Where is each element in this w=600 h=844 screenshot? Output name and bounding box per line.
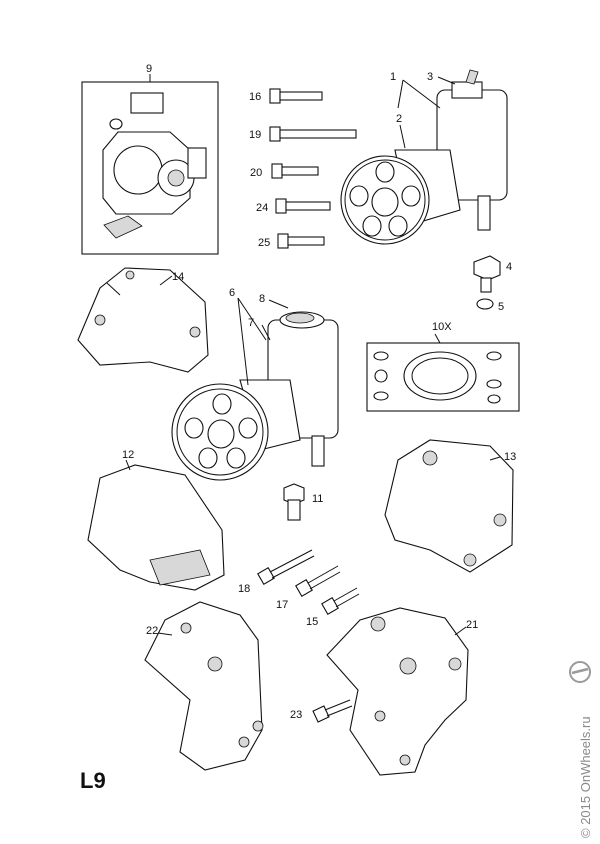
- callout-10x: 10X: [432, 321, 452, 333]
- callout-9: 9: [146, 63, 152, 75]
- callout-11: 11: [312, 493, 323, 505]
- part-1-pump-assembly: [340, 69, 508, 245]
- bolt-16: [269, 88, 323, 104]
- callout-19: 19: [249, 129, 261, 141]
- callout-3: 3: [427, 71, 433, 83]
- bolt-15: [321, 587, 360, 615]
- bolt-24: [275, 198, 331, 214]
- callout-2: 2: [396, 113, 402, 125]
- callout-6: 6: [229, 287, 235, 299]
- callout-23: 23: [290, 709, 302, 721]
- part-5-seal: [476, 298, 494, 310]
- part-9-inset: [81, 74, 219, 255]
- watermark-text: © 2015 OnWheels.ru: [578, 716, 593, 838]
- callout-5: 5: [498, 301, 504, 313]
- part-10x-gasket-set: [366, 342, 520, 412]
- callout-1: 1: [390, 71, 396, 83]
- bolt-19: [269, 126, 357, 142]
- callout-12: 12: [122, 449, 134, 461]
- bolt-23: [312, 699, 353, 723]
- bolt-17: [295, 565, 341, 597]
- callout-16: 16: [249, 91, 261, 103]
- callout-24: 24: [256, 202, 268, 214]
- part-12-bracket: [87, 464, 225, 591]
- bolt-18: [257, 549, 315, 585]
- part-14-bracket: [77, 267, 209, 373]
- callout-18: 18: [238, 583, 250, 595]
- part-13-bracket: [384, 439, 514, 573]
- callout-13: 13: [504, 451, 516, 463]
- page-code: L9: [80, 768, 106, 793]
- bolt-20: [271, 163, 319, 179]
- part-6-pump-assembly: [171, 311, 339, 481]
- callout-21: 21: [466, 619, 478, 631]
- part-11-fitting: [283, 483, 305, 521]
- callout-14: 14: [172, 271, 184, 283]
- callout-17: 17: [276, 599, 288, 611]
- watermark-logo-icon: [569, 661, 591, 683]
- bolt-25: [277, 233, 325, 249]
- callout-25: 25: [258, 237, 270, 249]
- part-21-bracket: [326, 607, 469, 776]
- callout-7: 7: [248, 317, 254, 329]
- callout-22: 22: [146, 625, 158, 637]
- callout-15: 15: [306, 616, 318, 628]
- callout-20: 20: [250, 167, 262, 179]
- part-22-bracket: [144, 601, 264, 771]
- part-4-fitting: [473, 255, 501, 293]
- callout-4: 4: [506, 261, 512, 273]
- callout-8: 8: [259, 293, 265, 305]
